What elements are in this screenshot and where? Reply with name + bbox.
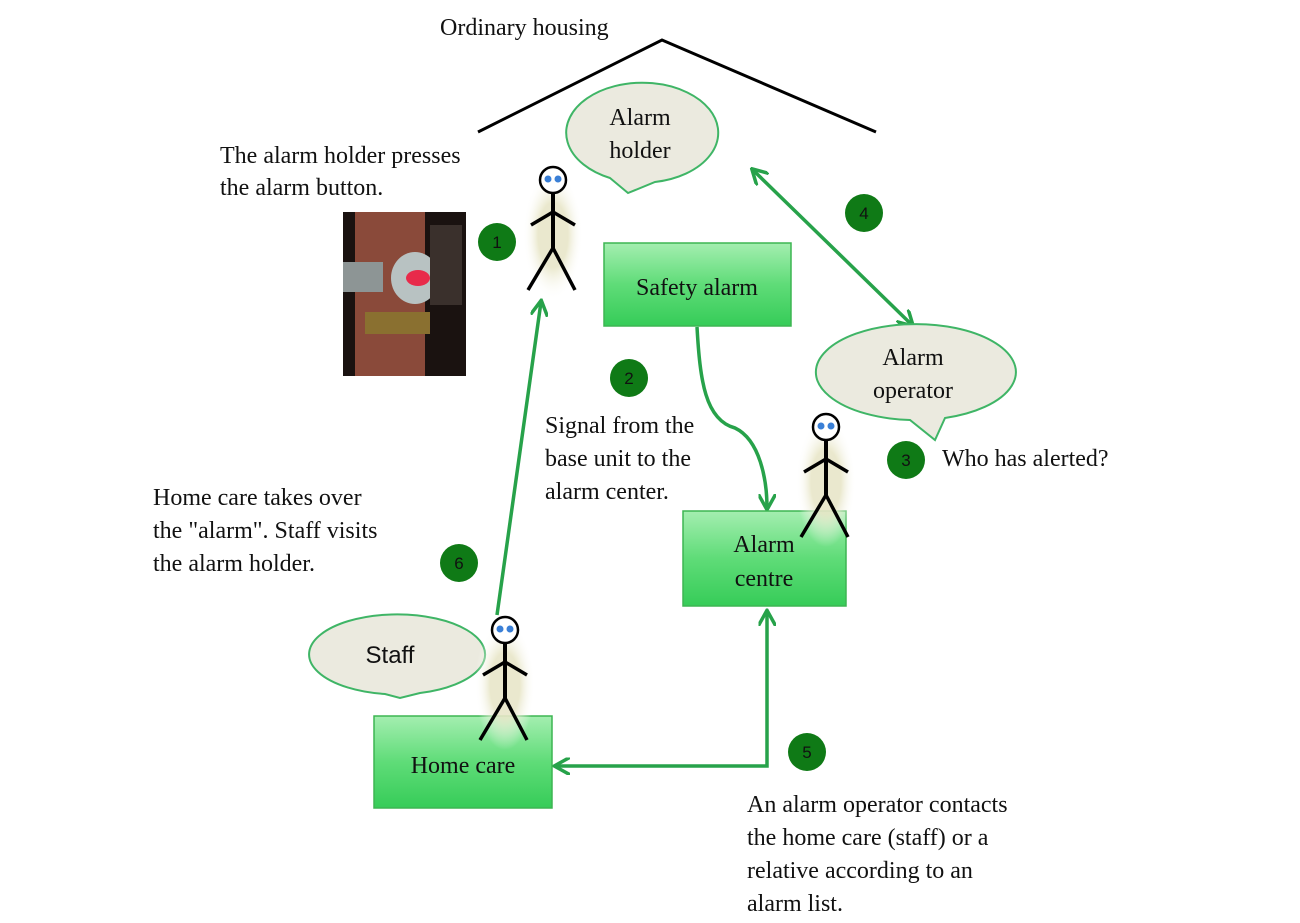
speech-bubble-alarm-holder: Alarm holder bbox=[565, 81, 720, 195]
arrow-holder-operator bbox=[753, 170, 912, 325]
description-line: the alarm holder. bbox=[153, 551, 315, 577]
step-3-description: Who has alerted? bbox=[942, 446, 1109, 472]
bubble-text: operator bbox=[873, 378, 953, 404]
description-line: Who has alerted? bbox=[942, 446, 1109, 472]
bubble-text: Alarm bbox=[882, 345, 944, 371]
step-badge-4: 4 bbox=[845, 194, 883, 232]
step-number: 1 bbox=[492, 233, 501, 252]
step-badge-3: 3 bbox=[887, 441, 925, 479]
description-line: relative according to an bbox=[747, 858, 973, 884]
step-5-description: An alarm operator contacts the home care… bbox=[747, 792, 1008, 917]
description-line: Home care takes over bbox=[153, 485, 362, 511]
description-line: base unit to the bbox=[545, 446, 691, 472]
speech-bubble-alarm-operator: Alarm operator bbox=[814, 323, 1017, 442]
box-label: Safety alarm bbox=[636, 275, 758, 301]
box-label: Alarm bbox=[733, 532, 795, 558]
step-badge-6: 6 bbox=[440, 544, 478, 582]
description-line: alarm list. bbox=[747, 891, 843, 917]
step-number: 3 bbox=[901, 451, 910, 470]
step-number: 4 bbox=[859, 204, 868, 223]
box-label: Home care bbox=[411, 753, 516, 779]
stick-figure-staff-icon bbox=[473, 615, 537, 752]
description-line: Signal from the bbox=[545, 413, 694, 439]
step-1-description: The alarm holder presses the alarm butto… bbox=[220, 143, 461, 201]
arrow-centre-homecare bbox=[556, 612, 767, 766]
step-2-description: Signal from the base unit to the alarm c… bbox=[545, 413, 694, 505]
alarm-wristband-photo bbox=[343, 212, 466, 376]
step-number: 6 bbox=[454, 554, 463, 573]
box-safety-alarm: Safety alarm bbox=[603, 242, 792, 327]
description-line: the "alarm". Staff visits bbox=[153, 518, 377, 544]
description-line: the home care (staff) or a bbox=[747, 825, 989, 851]
bubble-text: holder bbox=[609, 138, 670, 164]
description-line: the alarm button. bbox=[220, 175, 383, 201]
roof-outline bbox=[477, 38, 877, 134]
arrow-safety-to-centre bbox=[695, 326, 767, 508]
arrow-homecare-to-holder bbox=[495, 302, 541, 616]
step-6-description: Home care takes over the "alarm". Staff … bbox=[153, 485, 377, 577]
stick-figure-operator-icon bbox=[794, 412, 858, 549]
description-line: alarm center. bbox=[545, 479, 669, 505]
bubble-text: Alarm bbox=[609, 105, 671, 131]
stick-figure-alarm-holder-icon bbox=[521, 165, 585, 302]
bubble-text: Staff bbox=[366, 642, 415, 669]
description-line: An alarm operator contacts bbox=[747, 792, 1008, 818]
step-number: 5 bbox=[802, 743, 811, 762]
step-badge-2: 2 bbox=[610, 359, 648, 397]
house-title: Ordinary housing bbox=[440, 15, 609, 41]
step-badge-1: 1 bbox=[478, 223, 516, 261]
description-line: The alarm holder presses bbox=[220, 143, 461, 169]
step-number: 2 bbox=[624, 369, 633, 388]
step-badge-5: 5 bbox=[788, 733, 826, 771]
speech-bubble-staff: Staff bbox=[308, 613, 487, 700]
box-label: centre bbox=[735, 566, 794, 592]
